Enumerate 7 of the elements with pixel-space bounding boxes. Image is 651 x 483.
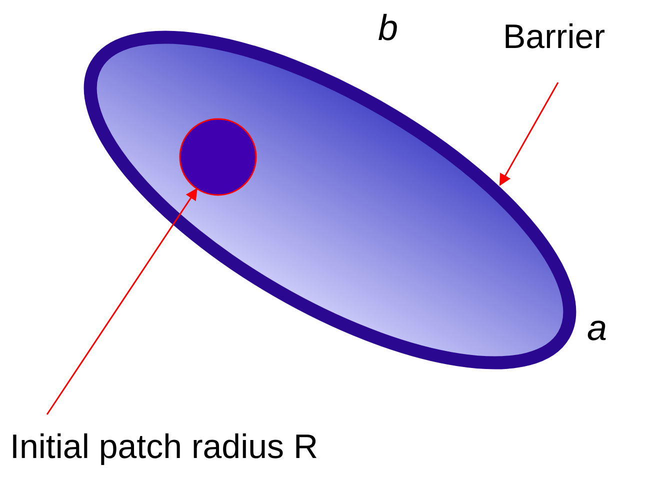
leader-line xyxy=(499,82,559,186)
initial-patch-circle xyxy=(179,118,257,196)
axis-letter: a xyxy=(587,308,608,348)
patch-caption: Initial patch radius R xyxy=(10,428,318,468)
leader-line xyxy=(46,188,198,415)
barrier-label: Barrier xyxy=(503,18,606,58)
axis-letter: b xyxy=(378,8,398,48)
